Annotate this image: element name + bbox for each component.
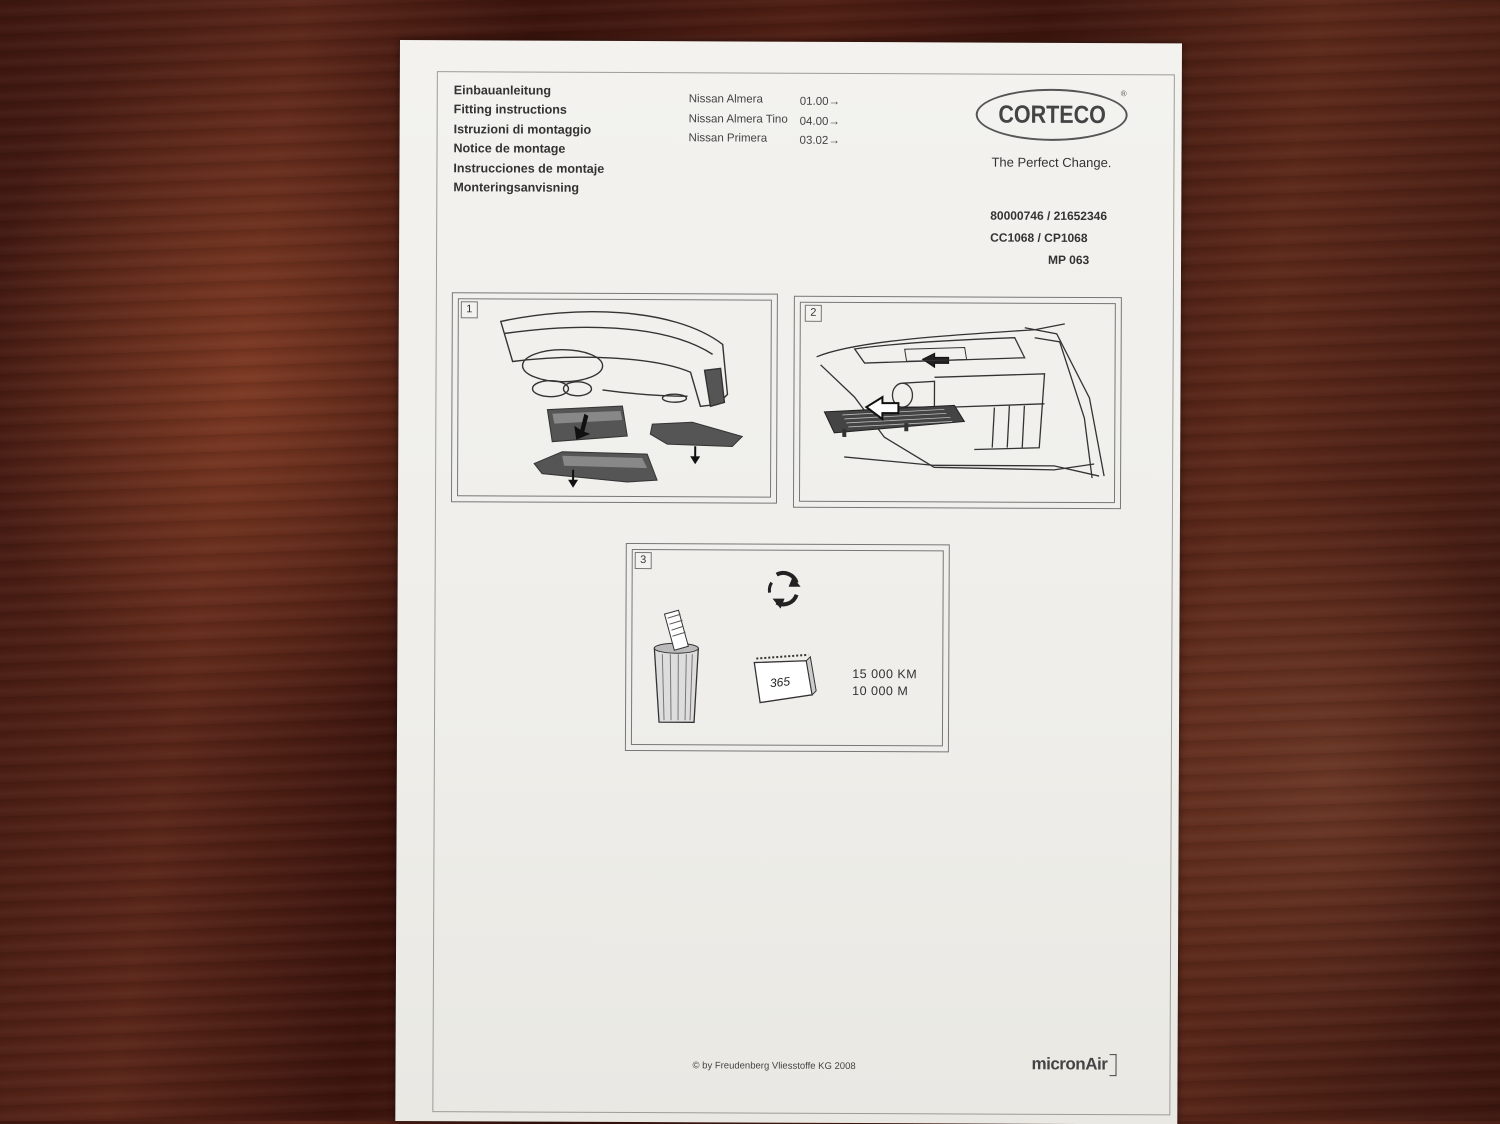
model-row: Nissan Primera 03.02→ xyxy=(689,132,859,152)
title-spanish: Instrucciones de montaje xyxy=(453,160,605,176)
model-row: Nissan Almera 01.00→ xyxy=(689,93,859,113)
step-2-panel: 2 xyxy=(792,295,1122,510)
title-french: Notice de montage xyxy=(453,141,566,156)
micronair-logo: micronAir xyxy=(1031,1054,1117,1077)
registered-mark: ® xyxy=(1120,89,1127,99)
disposal-and-interval-illustration: 365 xyxy=(653,571,817,723)
title-english: Fitting instructions xyxy=(453,102,567,118)
brand-tagline: The Perfect Change. xyxy=(991,154,1112,171)
part-number-mp: MP 063 xyxy=(1048,252,1090,268)
interval-miles: 10 000 M xyxy=(852,683,909,699)
step-1-panel: 1 xyxy=(450,292,778,504)
model-name: Nissan Primera xyxy=(688,132,768,145)
model-name: Nissan Almera xyxy=(688,93,763,106)
calendar-icon xyxy=(753,653,817,704)
title-german: Einbauanleitung xyxy=(453,83,552,98)
model-date: 04.00→ xyxy=(799,115,840,128)
language-title-list: Einbauanleitung Fitting instructions Ist… xyxy=(453,81,604,198)
recycle-icon xyxy=(767,571,801,609)
model-row: Nissan Almera Tino 04.00→ xyxy=(689,113,859,133)
title-swedish: Monteringsanvisning xyxy=(453,180,580,195)
part-number-oem: 80000746 / 21652346 xyxy=(990,208,1108,224)
instruction-sheet: Einbauanleitung Fitting instructions Ist… xyxy=(395,40,1182,1124)
micronair-logo-text: micronAir xyxy=(1031,1054,1108,1074)
copyright-notice: © by Freudenberg Vliesstoffe KG 2008 xyxy=(692,1060,856,1072)
model-name: Nissan Almera Tino xyxy=(688,112,788,126)
model-date: 01.00→ xyxy=(799,95,841,108)
corteco-logo: CORTECO xyxy=(975,88,1128,142)
model-date: 03.02→ xyxy=(799,134,840,147)
calendar-days-label: 365 xyxy=(769,674,791,690)
micronair-logo-bracket xyxy=(1109,1054,1117,1077)
cabin-filter-removal-illustration xyxy=(816,323,1105,479)
step-3-panel: 3 365 15 000 KM 1 xyxy=(624,542,950,753)
vehicle-model-list: Nissan Almera 01.00→ Nissan Almera Tino … xyxy=(689,93,859,152)
title-italian: Istruzioni di montaggio xyxy=(453,122,592,137)
part-number-corteco: CC1068 / CP1068 xyxy=(990,230,1088,246)
brand-name: CORTECO xyxy=(997,100,1106,129)
interval-km: 15 000 KM xyxy=(852,666,918,682)
dashboard-glovebox-removal-illustration xyxy=(499,311,744,488)
trash-bin-icon xyxy=(653,609,700,723)
